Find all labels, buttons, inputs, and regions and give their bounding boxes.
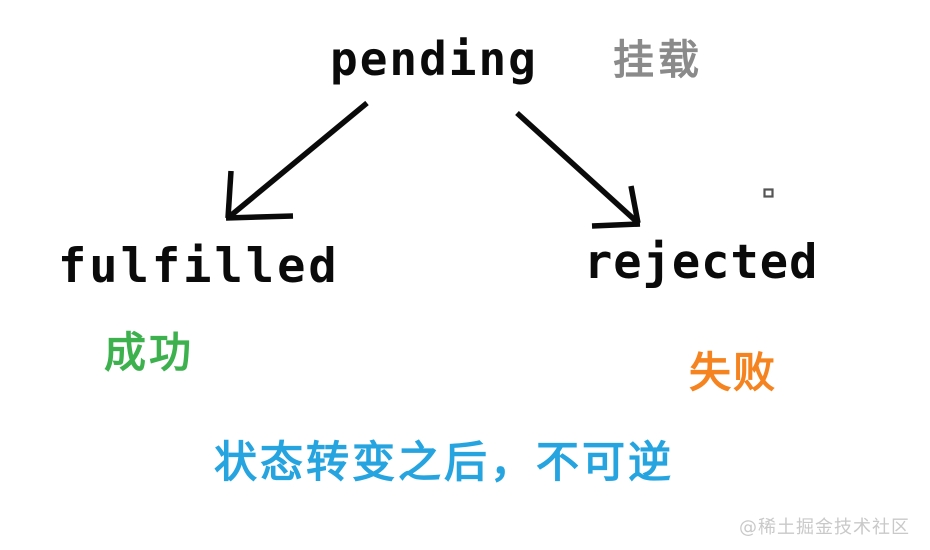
state-label-fulfilled: fulfilled bbox=[58, 239, 340, 294]
state-label-rejected: rejected bbox=[584, 235, 819, 290]
watermark: @稀土掘金技术社区 bbox=[739, 517, 910, 538]
arrow-down-right-icon bbox=[515, 110, 641, 229]
rejected-annotation-label: 失败 bbox=[689, 348, 778, 397]
arrow-down-left-icon bbox=[225, 100, 369, 221]
state-label-pending: pending bbox=[330, 32, 538, 86]
stray-square-artifact bbox=[763, 188, 774, 198]
irreversible-note: 状态转变之后，不可逆 bbox=[214, 438, 674, 488]
pending-annotation-label: 挂载 bbox=[613, 36, 703, 84]
fulfilled-annotation-label: 成功 bbox=[104, 328, 195, 377]
